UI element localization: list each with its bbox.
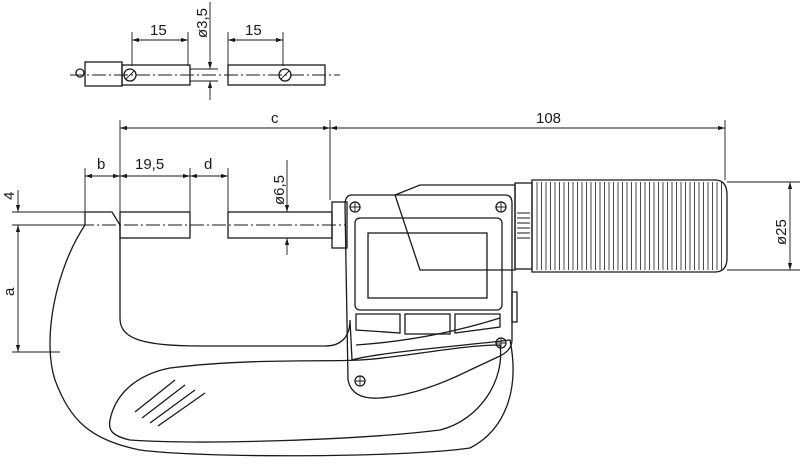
left-rod [121,64,191,86]
dim-6-5-label: ø6,5 [271,175,288,205]
dim-108-label: 108 [536,110,561,127]
button-middle[interactable] [404,313,451,335]
right-rod [227,64,326,86]
rod-diameter-label: ø3,5 [194,8,211,38]
frame-grip [108,344,502,443]
right-rod-length-label: 15 [245,22,262,39]
grip-ridges [134,379,206,427]
dim-b-label: b [97,156,105,173]
button-right[interactable] [454,313,501,334]
rod-tip [75,68,85,78]
micrometer-frame [49,211,514,457]
left-rod-length-label: 15 [150,22,167,39]
digital-display-unit [344,194,518,399]
thimble [514,179,728,273]
lcd-screen [367,232,488,299]
rod-head [84,61,123,87]
button-left[interactable] [355,313,401,334]
dim-4-label: 4 [1,192,18,200]
dim-c-label: c [271,110,279,127]
knurling [536,182,722,270]
dim-a-label: a [1,287,18,296]
screw-icons [349,201,507,387]
rod-detail: 15 15 ø3,5 [70,2,340,100]
body-barrel [394,184,516,271]
dim-d-label: d [204,156,212,173]
dim-19-5-label: 19,5 [135,156,164,173]
dim-25-label: ø25 [773,219,790,245]
dimensions: c 108 b 19,5 d ø6,5 4 a ø25 [1,110,800,353]
